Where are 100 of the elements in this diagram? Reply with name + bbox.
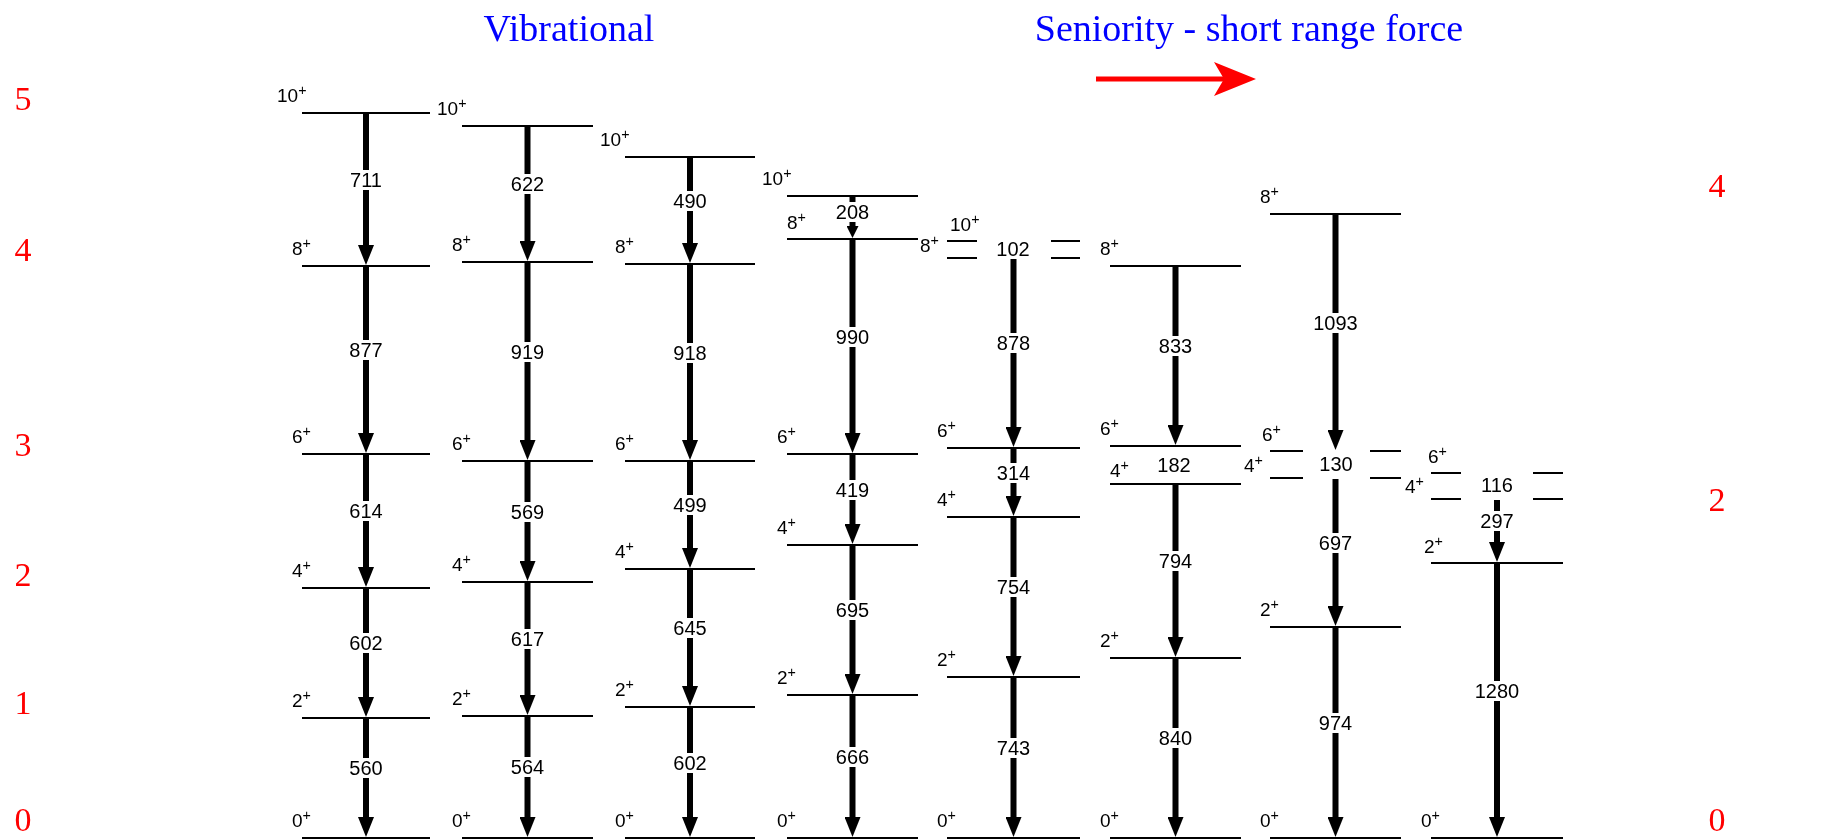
axis-tick-label: 3 [14, 427, 32, 463]
spin-parity-label: 6$^{+}$ [452, 433, 471, 455]
energy-level-line [302, 265, 430, 267]
energy-level-line [462, 125, 593, 127]
spin-parity-label: 2$^{+}$ [292, 690, 311, 712]
spin-parity-label: 6$^{+}$ [1428, 446, 1447, 468]
transition-arrow [844, 546, 861, 694]
energy-level-line [787, 195, 918, 197]
spin-parity-label: 4$^{+}$ [937, 489, 956, 511]
energy-level-line [302, 587, 430, 589]
energy-level-line [1270, 213, 1401, 215]
energy-level-line [787, 837, 918, 839]
transition-energy-label: 499 [672, 495, 708, 515]
energy-level-line [625, 460, 755, 462]
energy-level-line [787, 544, 918, 546]
transition-energy-label: 990 [834, 326, 871, 347]
spin-parity-label: 4$^{+}$ [1244, 455, 1263, 477]
transition-energy-label: 564 [509, 757, 546, 777]
spin-parity-label: 4$^{+}$ [452, 554, 471, 576]
energy-level-line [302, 837, 430, 839]
transition-energy-label: 208 [834, 201, 871, 222]
energy-level-line [462, 460, 593, 462]
energy-level-line [1110, 657, 1241, 659]
transition-energy-label: 130 [1319, 454, 1353, 474]
transition-energy-label: 419 [834, 479, 871, 500]
spin-parity-label: 0$^{+}$ [452, 810, 471, 832]
transition-arrow [519, 263, 536, 460]
transition-energy-label: 754 [995, 577, 1032, 597]
transition-energy-label: 569 [509, 501, 546, 522]
spin-parity-label: 2$^{+}$ [937, 649, 956, 671]
spin-parity-label: 6$^{+}$ [292, 426, 311, 448]
spin-parity-label: 2$^{+}$ [452, 688, 471, 710]
transition-arrow [1005, 518, 1022, 676]
spin-parity-label: 10$^{+}$ [277, 85, 307, 107]
energy-level-line [302, 453, 430, 455]
axis-tick-label: 0 [14, 802, 32, 838]
energy-level-line [302, 717, 430, 719]
energy-level-line [947, 837, 1080, 839]
energy-level-line [947, 676, 1080, 678]
transition-energy-label: 622 [509, 174, 546, 194]
spin-parity-label: 4$^{+}$ [615, 541, 634, 563]
energy-level-line [1270, 450, 1401, 452]
transition-energy-label: 878 [995, 333, 1032, 353]
spin-parity-label: 2$^{+}$ [1100, 630, 1119, 652]
spin-parity-label: 6$^{+}$ [1262, 424, 1281, 446]
transition-arrow [519, 583, 536, 715]
section-title: Seniority - short range force [1034, 7, 1464, 49]
energy-level-line [947, 257, 1080, 259]
transition-energy-label: 1093 [1312, 312, 1359, 333]
spin-parity-label: 0$^{+}$ [937, 810, 956, 832]
transition-arrow [1005, 678, 1022, 837]
transition-energy-label: 297 [1479, 511, 1515, 531]
axis-tick-label: 4 [1708, 168, 1726, 204]
transition-arrow [358, 267, 374, 453]
transition-energy-label: 602 [348, 633, 384, 653]
transition-energy-label: 840 [1157, 728, 1194, 748]
spin-parity-label: 4$^{+}$ [292, 560, 311, 582]
transition-arrow [1489, 564, 1505, 837]
spin-parity-label: 6$^{+}$ [777, 426, 796, 448]
energy-level-line [1431, 562, 1563, 564]
transition-energy-label: 697 [1317, 532, 1354, 553]
energy-level-line [1431, 472, 1563, 474]
spin-parity-label: 6$^{+}$ [937, 420, 956, 442]
transition-energy-label: 833 [1157, 336, 1194, 356]
transition-arrow [682, 265, 698, 460]
transition-energy-label: 743 [995, 737, 1032, 758]
spin-parity-label: 0$^{+}$ [777, 810, 796, 832]
axis-tick-label: 1 [14, 685, 32, 721]
spin-parity-label: 0$^{+}$ [292, 810, 311, 832]
spin-parity-label: 0$^{+}$ [1421, 810, 1440, 832]
energy-level-line [462, 715, 593, 717]
energy-level-line [947, 447, 1080, 449]
energy-level-line [625, 837, 755, 839]
energy-level-line [1270, 477, 1401, 479]
transition-arrow [1167, 267, 1184, 445]
section-title: Vibrational [483, 7, 655, 49]
energy-level-line [462, 581, 593, 583]
transition-energy-label: 919 [509, 341, 546, 362]
spin-parity-label: 4$^{+}$ [1110, 460, 1129, 482]
transition-energy-label: 666 [834, 746, 871, 767]
energy-level-line [625, 706, 755, 708]
energy-level-line [947, 516, 1080, 518]
spin-parity-label: 10$^{+}$ [950, 214, 980, 236]
transition-energy-label: 490 [672, 190, 708, 211]
axis-tick-label: 5 [14, 81, 32, 117]
transition-energy-label: 645 [672, 618, 708, 638]
energy-level-line [787, 453, 918, 455]
spin-parity-label: 2$^{+}$ [1424, 536, 1443, 558]
spin-parity-label: 8$^{+}$ [920, 235, 939, 257]
transition-energy-label: 1280 [1473, 680, 1521, 701]
energy-level-line [947, 240, 1080, 242]
axis-tick-label: 0 [1708, 802, 1726, 838]
transition-arrow [358, 455, 374, 587]
spin-parity-label: 4$^{+}$ [777, 517, 796, 539]
energy-level-line [787, 238, 918, 240]
energy-level-line [1110, 837, 1241, 839]
transition-arrow [844, 696, 861, 837]
spin-parity-label: 4$^{+}$ [1405, 476, 1424, 498]
transition-energy-label: 116 [1481, 475, 1513, 495]
transition-energy-label: 617 [509, 629, 546, 649]
